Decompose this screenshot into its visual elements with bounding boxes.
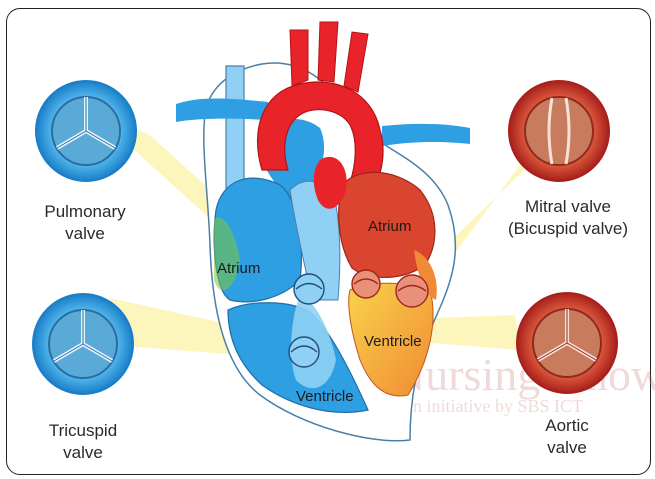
pulmonary-valve-label-line2: valve — [30, 223, 140, 245]
tricuspid-valve-icon — [33, 294, 133, 394]
aortic-valve-label: Aortic valve — [522, 415, 612, 459]
aortic-valve-label-line2: valve — [522, 437, 612, 459]
left-atrium-label: Atrium — [368, 218, 411, 235]
aortic-valve-label-line1: Aortic — [522, 415, 612, 437]
tricuspid-valve-label-line2: valve — [28, 442, 138, 464]
aortic-valve-icon — [517, 293, 617, 393]
left-ventricle-label: Ventricle — [364, 333, 422, 350]
mitral-valve-icon — [509, 81, 609, 181]
mitral-valve-label-line2: (Bicuspid valve) — [488, 218, 648, 240]
pulmonary-valve-label: Pulmonary valve — [30, 201, 140, 245]
mitral-valve-label: Mitral valve (Bicuspid valve) — [488, 196, 648, 240]
pulmonary-valve-icon — [36, 81, 136, 181]
pulmonary-valve-label-line1: Pulmonary — [30, 201, 140, 223]
right-atrium-label: Atrium — [217, 260, 260, 277]
tricuspid-valve-label: Tricuspid valve — [28, 420, 138, 464]
right-ventricle-label: Ventricle — [296, 388, 354, 405]
tricuspid-valve-label-line1: Tricuspid — [28, 420, 138, 442]
mitral-valve-label-line1: Mitral valve — [488, 196, 648, 218]
